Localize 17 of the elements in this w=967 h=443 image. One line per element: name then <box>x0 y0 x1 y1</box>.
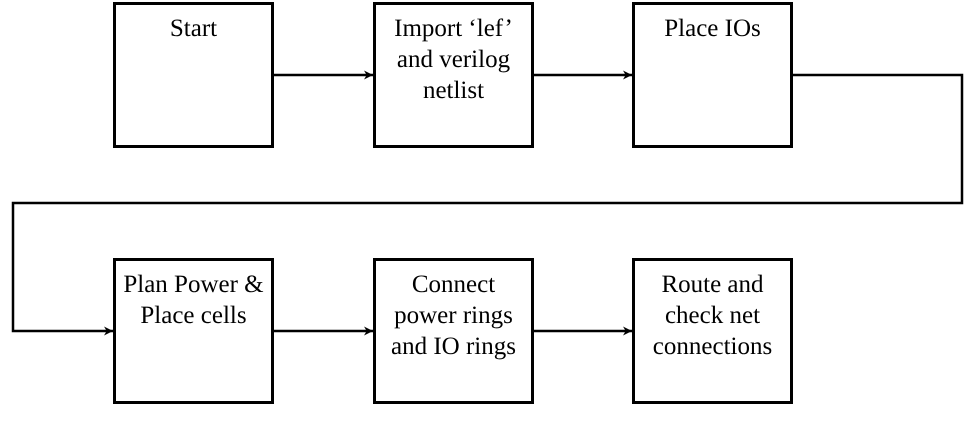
box-label: Import ‘lef’ and verilog netlist <box>393 14 514 106</box>
box-label: Place IOs <box>664 14 761 44</box>
box-label: Start <box>170 14 218 44</box>
arrow <box>534 326 632 336</box>
arrow <box>534 70 632 80</box>
process-box <box>632 258 793 404</box>
box-label: Plan Power & Place cells <box>122 270 265 331</box>
box-label: Route and check net connections <box>652 270 774 362</box>
arrow <box>274 70 373 80</box>
box-label: Connect power rings and IO rings <box>390 270 517 362</box>
process-box <box>113 258 274 404</box>
process-box <box>113 2 274 148</box>
process-box <box>632 2 793 148</box>
arrow <box>274 326 373 336</box>
process-box <box>373 258 534 404</box>
arrow <box>12 74 964 336</box>
process-box <box>373 2 534 148</box>
